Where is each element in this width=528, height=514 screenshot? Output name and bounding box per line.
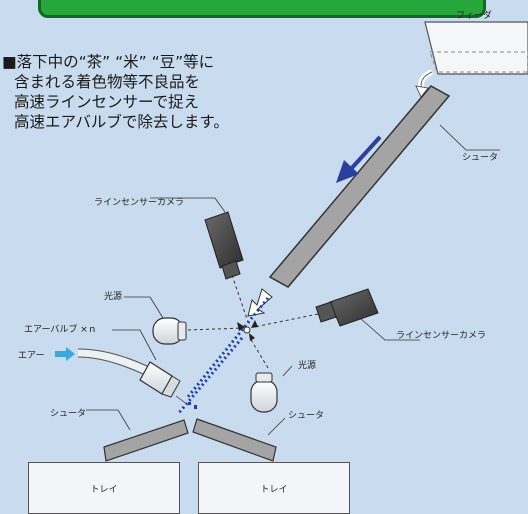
description-line-4: 高速エアバルブで除去します。 (14, 113, 229, 131)
description-text: ■落下中の“茶” “米” “豆”等に 含まれる着色物等不良品を 高速ラインセンサ… (2, 52, 322, 132)
light-left-label: 光源 (104, 290, 122, 302)
ejected-particles (188, 402, 197, 409)
chute-main-label: シュータ (462, 152, 498, 163)
inspection-point-icon (237, 320, 258, 341)
description-line-3: 高速ラインセンサーで捉え (14, 93, 200, 111)
tray-right: トレイ (198, 462, 350, 514)
line-sensor-camera-right (315, 288, 379, 327)
air-label: エアー (18, 351, 44, 361)
tray-left-label: トレイ (90, 484, 118, 495)
description-line-1: ■落下中の“茶” “米” “豆”等に (2, 53, 215, 71)
air-valve-label: エアーバルブ ×ｎ (24, 323, 97, 335)
description-line-2: 含まれる着色物等不良品を (14, 73, 201, 91)
flow-direction-arrow-icon (336, 135, 382, 183)
camera-right-label: ラインセンサーカメラ (396, 330, 486, 341)
lower-chute-left (103, 419, 189, 462)
feeder-label: フィーダ (456, 9, 492, 21)
main-chute (268, 85, 451, 288)
falling-material-path (176, 297, 270, 415)
light-source-left (152, 317, 187, 345)
air-valve (77, 348, 189, 406)
header-banner (38, 0, 486, 18)
light-right-label: 光源 (298, 359, 316, 371)
sensor-beams (187, 274, 319, 369)
line-sensor-camera-top (204, 211, 244, 280)
camera-top-label: ラインセンサーカメラ (94, 197, 184, 208)
feeder-hopper (424, 21, 528, 75)
lower-chute-right (192, 418, 277, 462)
chute-left-label: シュータ (50, 408, 86, 419)
light-source-right (250, 372, 278, 413)
air-arrow-icon (55, 347, 75, 361)
tray-left: トレイ (28, 462, 180, 514)
drop-arrow-icon (247, 288, 273, 317)
chute-right-label: シュータ (288, 410, 324, 421)
tray-right-label: トレイ (260, 484, 288, 495)
